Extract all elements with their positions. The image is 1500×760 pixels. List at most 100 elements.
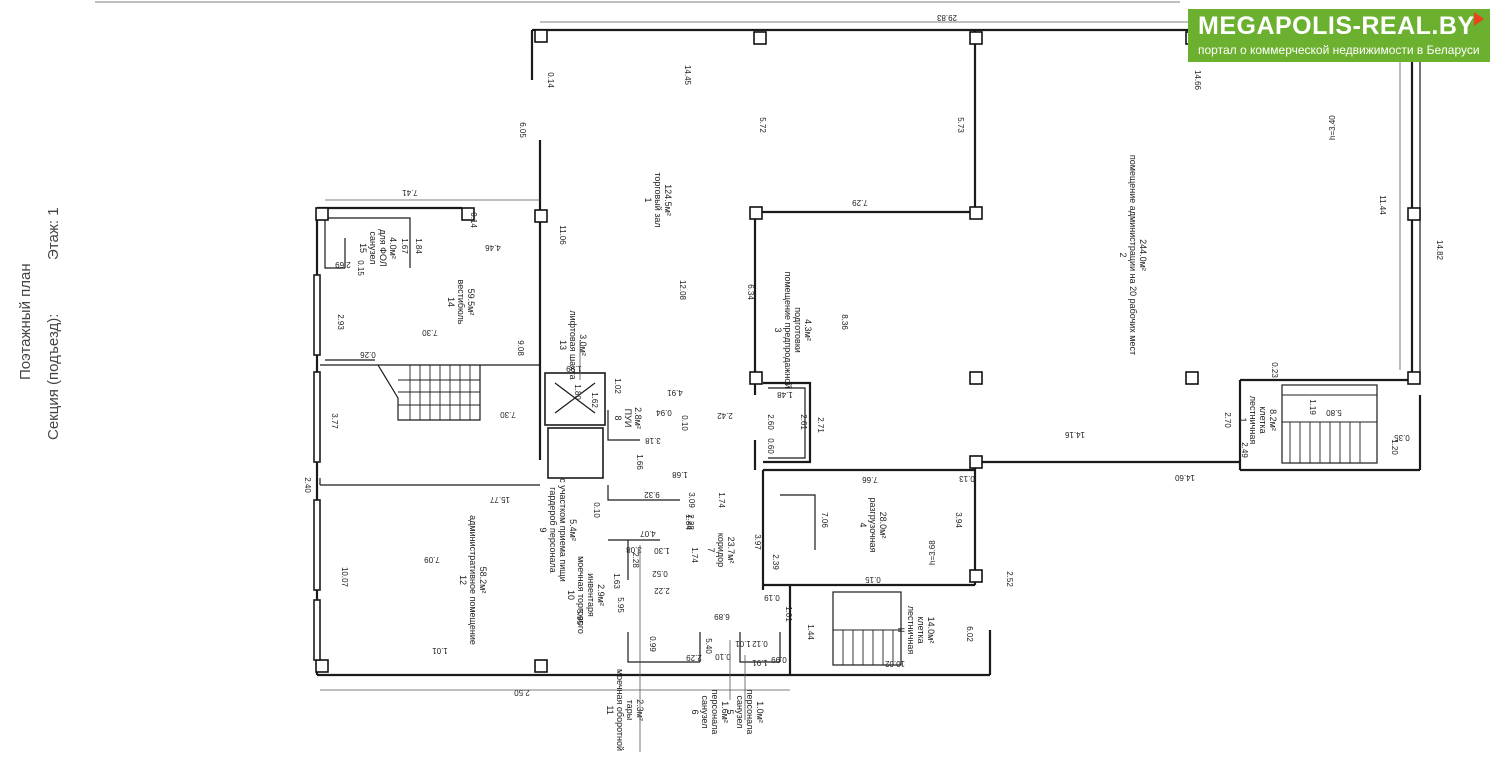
dimension-label: 4.46 — [485, 243, 501, 252]
stairs — [377, 364, 1378, 666]
dimension-label: 6.02 — [965, 626, 974, 642]
dimension-label: 2.52 — [1005, 571, 1014, 587]
dimension-label: 0.14 — [469, 212, 478, 228]
dimension-label: 1.80 — [573, 384, 582, 400]
dimension-label: 0.35 — [1394, 433, 1410, 442]
room-15-text-3: 4.0м² — [388, 237, 398, 259]
dimension-label: 2.22 — [654, 586, 670, 595]
dimension-label: 7.30 — [422, 328, 438, 337]
room-4-text-2: 28.0м² — [878, 512, 888, 539]
room-stair-2-text-3: 14.0м² — [926, 617, 936, 644]
dimension-label: 1.01 — [432, 646, 448, 655]
dimension-label: 2.61 — [799, 414, 808, 430]
room-2-text-2: 244.0м² — [1138, 239, 1148, 271]
room-stair-2-text-2: клетка — [916, 616, 926, 643]
brand-logo[interactable]: MEGAPOLIS-REAL.BY портал о коммерческой … — [1188, 9, 1490, 62]
room-10-text-2: инвентаря — [586, 573, 596, 617]
dimension-label: 5.72 — [758, 117, 767, 133]
dimension-label: 2.28 — [686, 514, 695, 530]
dimension-label: 2.49 — [1240, 442, 1249, 458]
room-7-text-2: 23.7м² — [726, 537, 736, 564]
dimension-label: 5.40 — [704, 638, 713, 654]
room-3-text-2: подготовки — [793, 307, 803, 353]
room-5-text-1: санузел — [735, 696, 745, 729]
dimension-label: 1.19 — [1308, 399, 1317, 415]
room-2-text-1: помещение администрации на 20 рабочих ме… — [1128, 155, 1138, 355]
dimension-label: 6.34 — [746, 284, 755, 300]
dimension-label: 2.40 — [303, 477, 312, 493]
room-4-text-0: 4 — [858, 522, 868, 527]
room-13-text-0: 13 — [558, 340, 568, 350]
dimension-label: 1.01 — [784, 606, 793, 622]
room-3-text-3: 4.3м² — [803, 319, 813, 341]
dimension-label: 3.94 — [954, 512, 963, 528]
dimension-label: 0.10 — [592, 502, 601, 518]
dimension-label: 1.62 — [590, 392, 599, 408]
room-12-text-0: 12 — [458, 575, 468, 585]
dimension-label: 2.29 — [686, 653, 702, 662]
brand-subtitle: портал о коммерческой недвижимости в Бел… — [1198, 43, 1480, 57]
room-stair-1-text-3: 8.2м² — [1268, 409, 1278, 431]
room-6-text-3: 1.6м² — [720, 701, 730, 723]
room-1-text-2: 124.5м² — [663, 184, 673, 216]
flag-icon — [1474, 12, 1484, 26]
dimension-label: 4.91 — [667, 388, 683, 397]
svg-text:h=3.40: h=3.40 — [1328, 115, 1337, 140]
dimension-label: 0.14 — [546, 72, 555, 88]
room-10-text-3: 2.9м² — [596, 584, 606, 606]
dimension-label: 10.02 — [884, 659, 905, 668]
dimension-label: 7.66 — [862, 475, 878, 484]
dimension-label: 0.26 — [360, 350, 376, 359]
room-1-text-0: 1 — [643, 197, 653, 202]
dimension-label: 7.29 — [852, 198, 868, 207]
dimension-label: 14.82 — [1435, 240, 1444, 261]
dimension-label: 5.95 — [616, 597, 625, 613]
side-caption-2: Секция (подъезд): Этаж: 1 — [45, 207, 62, 440]
dimension-label: 14.60 — [1174, 473, 1195, 482]
dimension-label: 0.94 — [656, 408, 672, 417]
room-8-text-0: 8 — [613, 415, 623, 420]
dimension-label: 4.07 — [640, 529, 656, 538]
dimension-label: 1.84 — [414, 238, 423, 254]
dimension-label: 6.89 — [714, 612, 730, 621]
dimension-label: 2.70 — [1223, 412, 1232, 428]
room-stair-1-text-1: лестничная — [1248, 396, 1258, 445]
dimension-label: 7.09 — [424, 555, 440, 564]
room-10-text-1: моечная торгового — [576, 556, 586, 634]
dimension-label: 0.15 — [356, 260, 365, 276]
dimension-label: 14.45 — [683, 65, 692, 86]
dimension-label: 1.30 — [654, 546, 670, 555]
dimension-label: 1.01 — [735, 639, 751, 648]
dimension-label: 7.06 — [820, 512, 829, 528]
room-11-text-0: 11 — [605, 705, 615, 714]
dimension-label: 3.18 — [645, 436, 661, 445]
room-9-text-2: с участком приема пищи — [558, 478, 568, 582]
room-5-text-3: 1.0м² — [755, 701, 765, 723]
windows — [313, 50, 1401, 661]
dimension-label: 2.28 — [631, 552, 640, 568]
dimension-label: 9.32 — [644, 490, 660, 499]
dimension-label: 6.05 — [518, 122, 527, 138]
room-15-text-2: для ФОЛ — [378, 229, 388, 267]
dimension-label: 1.74 — [690, 547, 699, 563]
dimension-label: 3.97 — [753, 534, 762, 550]
dimension-label: 0.52 — [652, 569, 668, 578]
dimension-label: 14.66 — [1193, 70, 1202, 91]
room-stair-2-text-0: II — [896, 627, 906, 632]
dimension-label: 7.41 — [402, 188, 418, 197]
room-7-text-0: 7 — [706, 547, 716, 552]
dimension-label: 1.67 — [400, 238, 409, 254]
dimension-label: 29.83 — [936, 13, 957, 22]
room-13-text-1: лифтовая шахта — [568, 310, 578, 379]
dimension-label: 22.59 — [0, 0, 11, 2]
height-label-2: h=3.68 — [928, 540, 937, 565]
